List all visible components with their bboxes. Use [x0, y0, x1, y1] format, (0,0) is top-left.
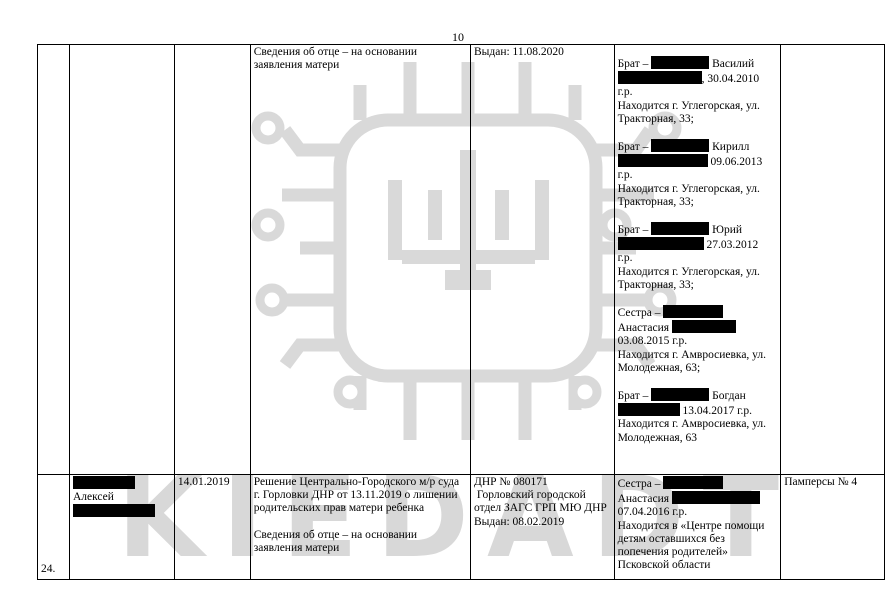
sibling-birthdate: 09.06.2013	[710, 156, 763, 169]
sibling-entry: Брат – Богдан 13.04.2017 г.р. Находится …	[617, 388, 778, 445]
redaction-bar	[651, 388, 710, 402]
sibling-location: Находится в «Центре помощи детям оставши…	[617, 519, 765, 572]
sibling-location: Находится г. Углегорская, ул. Тракторная…	[617, 182, 760, 208]
redaction-bar	[651, 139, 710, 153]
cell-certificate: Выдан: 11.08.2020	[469, 44, 615, 475]
table-row-continued: Сведения об отце – на основании заявлени…	[37, 44, 885, 475]
sibling-birthdate: 13.04.2017 г.р.	[682, 405, 752, 418]
redaction-bar	[671, 491, 760, 505]
decision-note: Сведения об отце – на основании заявлени…	[253, 46, 418, 72]
cell-number: 24.	[37, 474, 70, 580]
sibling-entry: Брат – Юрий 27.03.2012 г.р. Находится г.…	[617, 222, 778, 292]
document-table: Сведения об отце – на основании заявлени…	[37, 44, 885, 580]
sibling-relation: Брат –	[617, 58, 649, 70]
redaction-bar	[617, 403, 680, 417]
sibling-location: Находится г. Углегорская, ул. Тракторная…	[617, 99, 760, 125]
sibling-relation: Брат –	[617, 224, 649, 237]
redaction-bar	[663, 305, 724, 319]
decision-note: Сведения об отце – на основании заявлени…	[253, 528, 418, 554]
sibling-name: Василий	[712, 58, 755, 70]
redaction-bar	[617, 71, 702, 85]
issued-date: Выдан: 11.08.2020	[473, 46, 564, 58]
cell-decision: Сведения об отце – на основании заявлени…	[249, 44, 471, 475]
redaction-bar	[72, 476, 135, 489]
sibling-name: Юрий	[712, 224, 743, 237]
redaction-bar	[671, 320, 736, 334]
redaction-bar	[663, 476, 724, 489]
redaction-bar	[617, 237, 704, 251]
cell-date	[173, 44, 251, 475]
sibling-relation: Сестра –	[617, 307, 661, 320]
redaction-bar	[651, 56, 710, 69]
sibling-name: Анастасия	[617, 322, 670, 335]
sibling-entry: Сестра – Анастасия 03.08.2015 г.р. Наход…	[618, 305, 778, 375]
redaction-bar	[617, 154, 708, 168]
redaction-bar	[651, 222, 710, 236]
cell-needs	[780, 44, 885, 475]
sibling-birthdate-suffix: г.р.	[617, 169, 633, 182]
cell-date: 14.01.2019	[173, 474, 251, 580]
sibling-name: Богдан	[712, 390, 746, 403]
sibling-relation: Брат –	[617, 141, 649, 154]
sibling-birthdate: , 30.04.2010	[701, 73, 760, 86]
page-number: 10	[452, 30, 464, 44]
child-name: Алексей	[72, 491, 114, 504]
sibling-relation: Брат –	[617, 390, 649, 403]
cell-needs: Памперсы № 4	[780, 474, 885, 580]
sibling-entry: Брат – Василий , 30.04.2010 г.р. Находит…	[617, 56, 778, 126]
sibling-entry: Брат – Кирилл 09.06.2013 г.р. Находится …	[617, 139, 778, 209]
cell-certificate: ДНР № 080171 Горловский городской отдел …	[469, 474, 615, 580]
certificate-number: ДНР № 080171	[473, 476, 548, 488]
sibling-location: Находится г. Амвросиевка, ул. Молодежная…	[617, 348, 767, 374]
court-decision: Решение Центрально-Городского м/р суда г…	[253, 476, 460, 515]
sibling-relation: Сестра –	[617, 478, 661, 490]
table-row-24: 24. Алексей 14.01.2019 Решение Центральн…	[37, 474, 885, 580]
certificate-issuer: Горловский городской отдел ЗАГС ГРП МЮ Д…	[473, 489, 607, 515]
cell-number	[37, 44, 70, 475]
sibling-name: Кирилл	[712, 141, 750, 154]
sibling-birthdate-suffix: г.р.	[617, 86, 633, 99]
cell-siblings: Сестра – Анастасия 07.04.2016 г.р. Наход…	[613, 474, 782, 580]
cell-siblings: Брат – Василий , 30.04.2010 г.р. Находит…	[613, 44, 782, 475]
sibling-birthdate: 07.04.2016 г.р.	[617, 506, 688, 519]
issued-date: Выдан: 08.02.2019	[473, 515, 565, 528]
cell-name	[68, 44, 175, 475]
sibling-birthdate: 27.03.2012	[706, 239, 759, 252]
sibling-location: Находится г. Амвросиевка, ул. Молодежная…	[617, 418, 767, 444]
cell-name: Алексей	[68, 474, 175, 580]
sibling-location: Находится г. Углегорская, ул. Тракторная…	[617, 265, 760, 291]
needs-item: Памперсы № 4	[784, 476, 858, 488]
sibling-name: Анастасия	[617, 493, 670, 506]
sibling-birthdate-suffix: г.р.	[617, 252, 633, 265]
row-number: 24.	[41, 562, 56, 575]
cell-decision: Решение Центрально-Городского м/р суда г…	[249, 474, 471, 580]
redaction-bar	[72, 504, 155, 518]
sibling-birthdate: 03.08.2015 г.р.	[617, 335, 688, 348]
admission-date: 14.01.2019	[177, 476, 230, 488]
